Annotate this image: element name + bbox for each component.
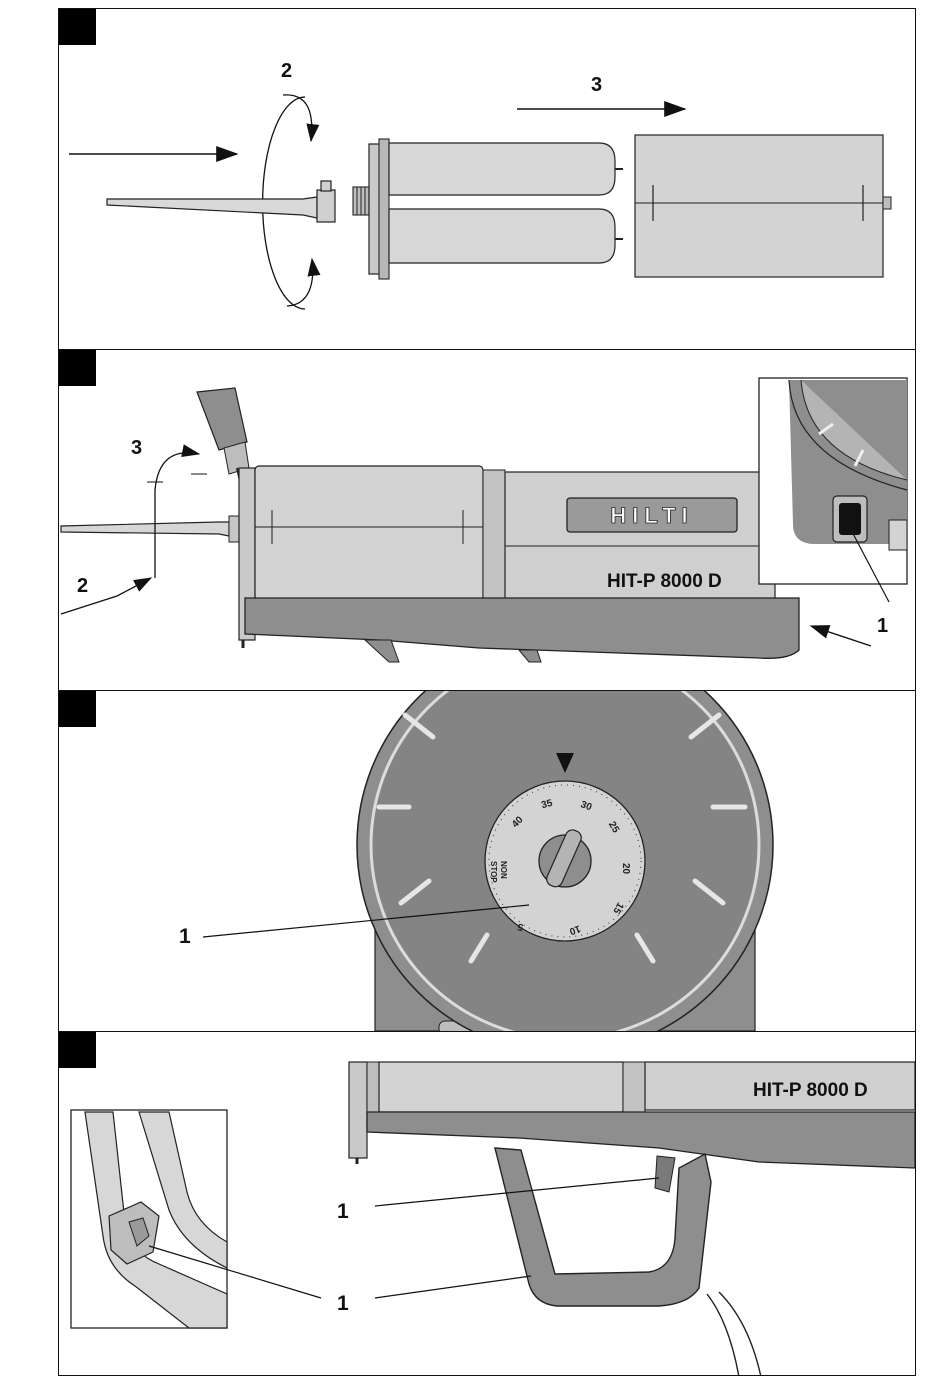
model-label: HIT-P 8000 D xyxy=(607,571,722,592)
trigger[interactable] xyxy=(655,1156,675,1192)
dispenser-grip xyxy=(495,1148,711,1306)
cartridge-assembly-diagram: 2 3 xyxy=(59,9,916,351)
trigger-detail-view: HIT-P 8000 D 1 1 xyxy=(59,1032,916,1376)
callout-1: 1 xyxy=(877,615,888,637)
dispenser-handle xyxy=(245,598,799,658)
cartridge-holder xyxy=(635,135,891,277)
step-panel-2: HILTI HIT-P 8000 D 3 2 1 xyxy=(58,349,916,692)
dispenser-side-view: HILTI HIT-P 8000 D 3 2 1 xyxy=(59,350,916,692)
callout-1a: 1 xyxy=(337,1200,349,1223)
mixer-nozzle xyxy=(107,181,335,222)
callout-2: 2 xyxy=(281,60,292,82)
cartridge-holder xyxy=(255,466,483,600)
brand-logo: HILTI xyxy=(610,503,693,528)
callout-3: 3 xyxy=(131,437,142,459)
nonstop-line-1: NON xyxy=(499,861,508,879)
step-panel-1: 2 3 xyxy=(58,8,916,351)
dial-inset xyxy=(759,378,907,602)
callout-3: 3 xyxy=(591,74,602,96)
step-panel-3: 5 10 15 20 25 30 35 40 NON STOP 1 xyxy=(58,690,916,1033)
step-panel-4: HIT-P 8000 D 1 1 xyxy=(58,1031,916,1376)
dial-detail-view: 5 10 15 20 25 30 35 40 NON STOP 1 xyxy=(59,691,916,1033)
twist-arrow xyxy=(155,453,199,578)
grip-inset xyxy=(71,1110,321,1328)
push-arrow xyxy=(61,578,151,614)
nonstop-line-2: STOP xyxy=(489,861,498,883)
callout-2: 2 xyxy=(77,575,88,597)
model-label: HIT-P 8000 D xyxy=(753,1080,868,1101)
carrying-strap xyxy=(197,388,247,450)
release-button[interactable] xyxy=(839,503,861,535)
dial-mark-20: 20 xyxy=(620,863,631,875)
cartridge-holder xyxy=(379,1062,623,1112)
callout-1: 1 xyxy=(179,925,191,948)
release-arrow xyxy=(811,626,871,646)
callout-1b: 1 xyxy=(337,1292,349,1315)
dual-cartridge xyxy=(369,139,623,279)
mixer-nozzle xyxy=(61,522,229,536)
